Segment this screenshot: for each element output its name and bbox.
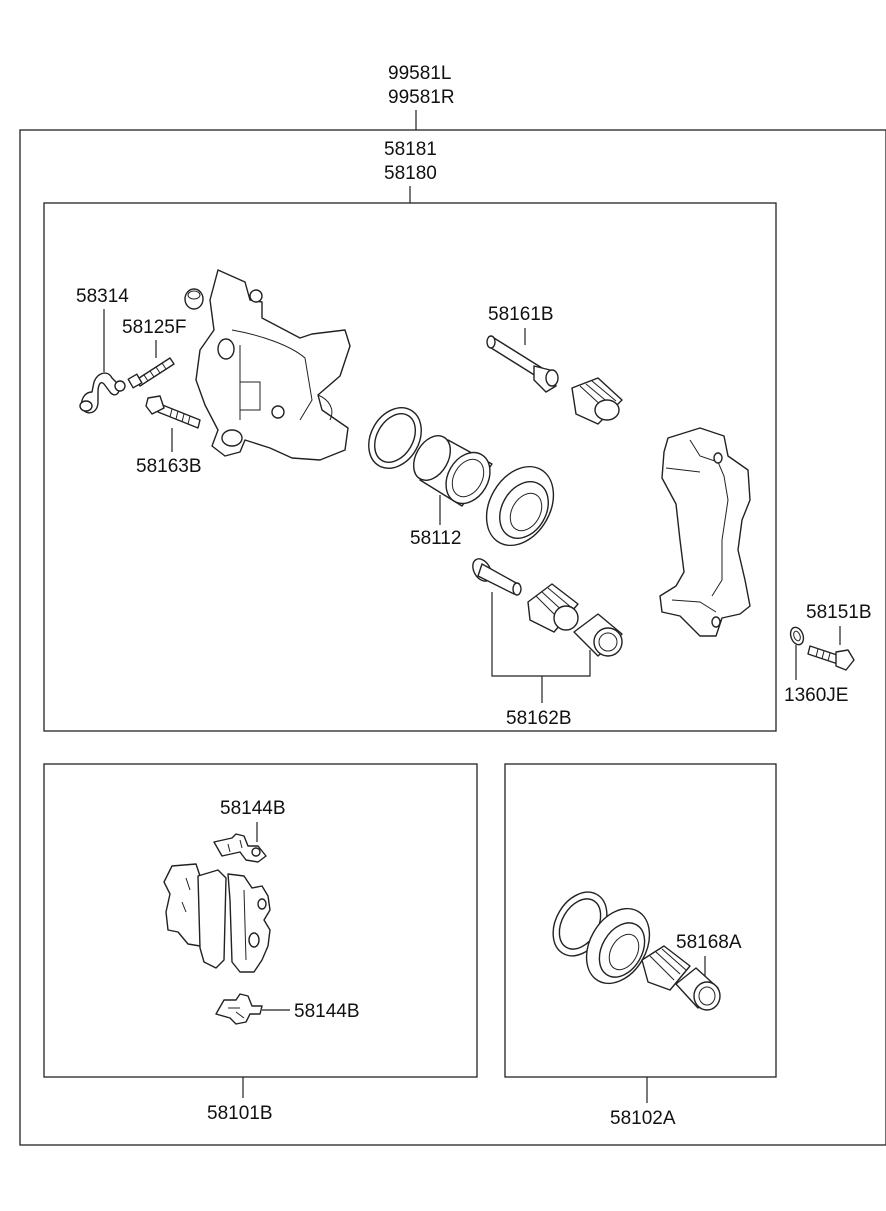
pin-bushing-lower <box>573 613 623 657</box>
leader-58162B <box>491 592 591 677</box>
piston-seal <box>368 407 422 469</box>
pin-boot-upper <box>571 377 623 425</box>
label-58168A: 58168A <box>676 932 742 953</box>
label-58144B-upper: 58144B <box>220 798 286 819</box>
caliper-carrier <box>659 427 751 637</box>
label-58151B: 58151B <box>806 602 872 623</box>
washer <box>789 626 805 646</box>
pin-boot-lower <box>527 583 579 633</box>
label-58101B: 58101B <box>207 1103 273 1124</box>
label-58163B: 58163B <box>136 456 202 477</box>
pad-clip-upper <box>213 833 267 863</box>
caliper-kit-part-no-b: 58180 <box>384 163 437 184</box>
seal-kit-frame <box>504 763 777 1078</box>
caliper-bolt <box>145 395 201 429</box>
piston <box>412 435 493 507</box>
brake-pad-backing <box>197 869 227 969</box>
brake-pad-inner <box>227 873 271 973</box>
pad-kit-frame <box>43 763 478 1078</box>
speed-sensor-bracket <box>79 372 126 414</box>
label-58161B: 58161B <box>488 304 554 325</box>
carrier-bolt <box>807 645 855 671</box>
label-58314: 58314 <box>76 286 129 307</box>
seal-kit-pin-boot <box>641 945 691 991</box>
caliper-housing <box>195 269 351 461</box>
label-1360JE: 1360JE <box>784 685 848 706</box>
pad-clip-lower <box>215 993 263 1025</box>
label-58144B-lower: 58144B <box>294 1001 360 1022</box>
label-58162B: 58162B <box>506 708 572 729</box>
label-58112: 58112 <box>410 528 461 549</box>
seal-kit-bushing <box>675 967 721 1011</box>
bleeder-screw <box>127 357 175 389</box>
assembly-part-no-left: 99581L <box>388 63 451 84</box>
label-58125F: 58125F <box>122 317 186 338</box>
caliper-kit-part-no-a: 58181 <box>384 139 437 160</box>
bleeder-cap <box>184 288 204 310</box>
guide-pin-upper <box>486 335 559 393</box>
label-58102A: 58102A <box>610 1108 676 1129</box>
dust-boot <box>485 465 555 547</box>
assembly-frame <box>19 129 886 1146</box>
assembly-part-no-right: 99581R <box>388 87 455 108</box>
guide-pin-lower <box>472 558 522 596</box>
